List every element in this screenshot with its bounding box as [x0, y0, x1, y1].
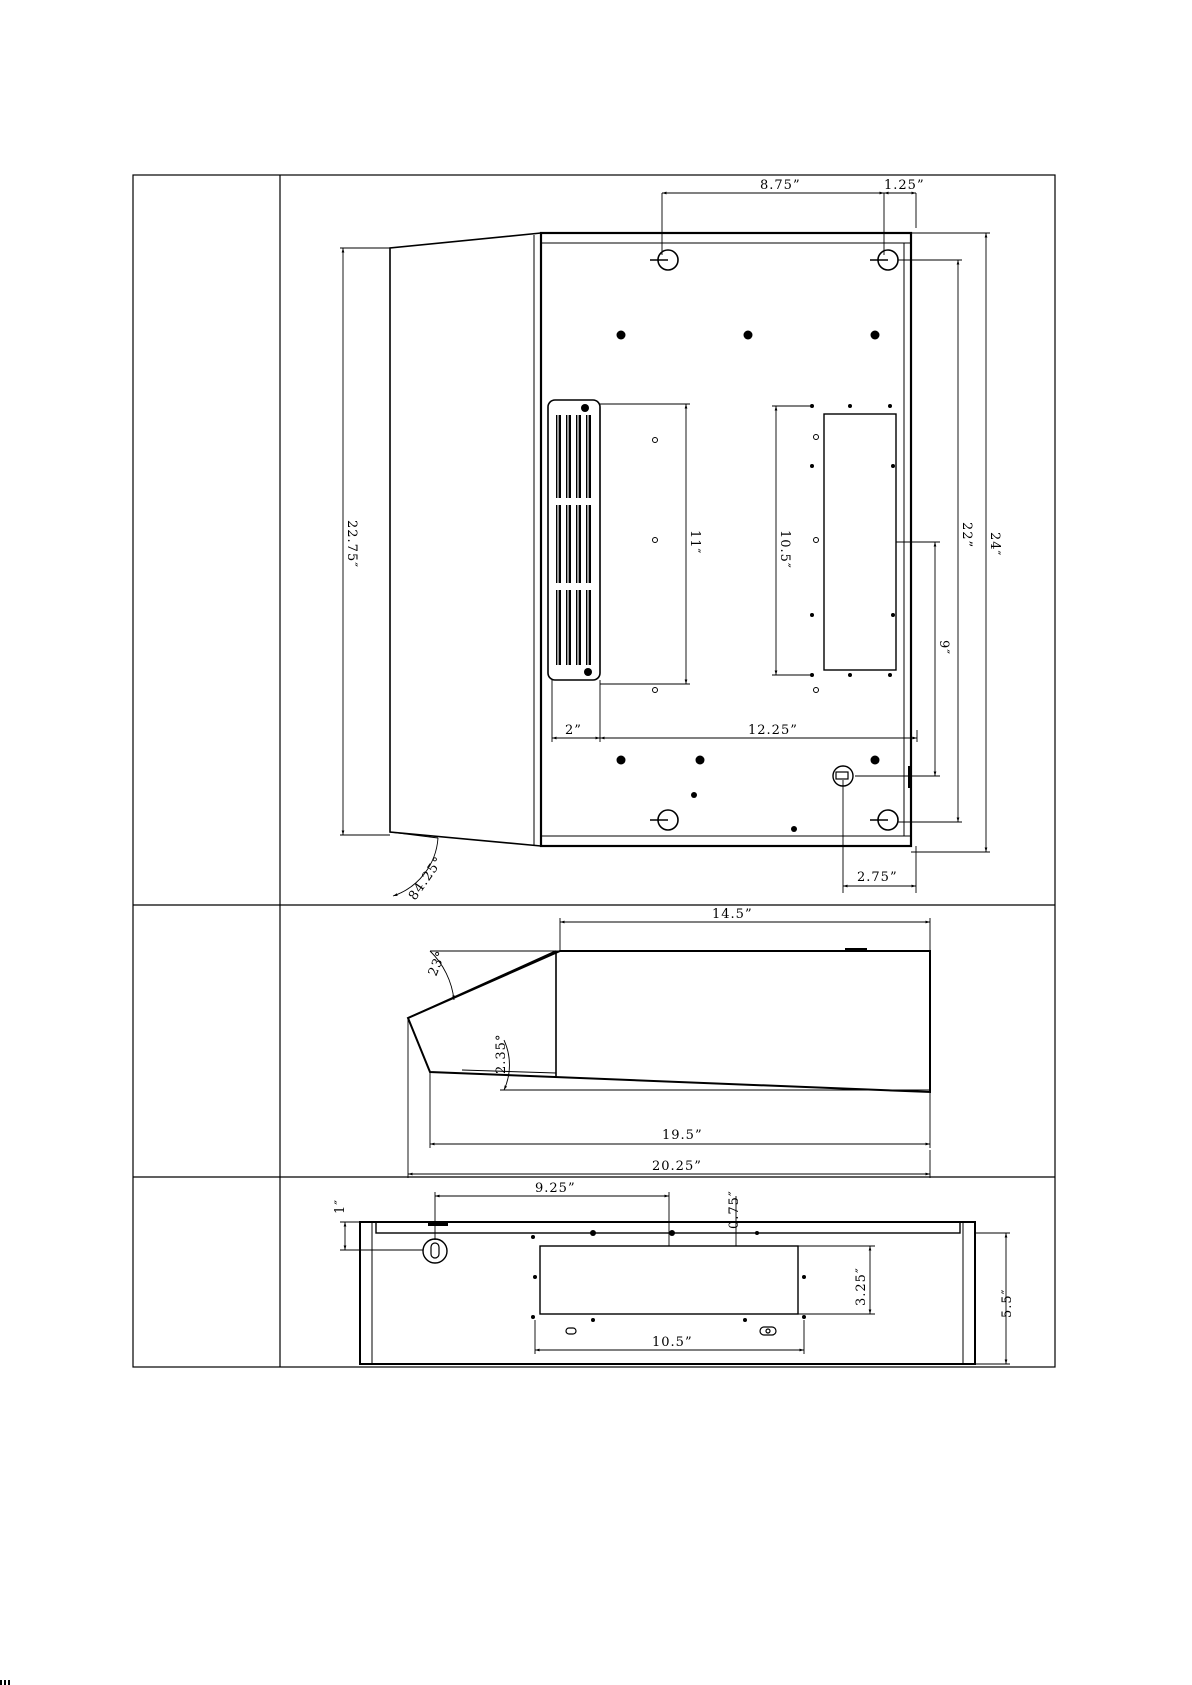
top-view — [340, 193, 990, 896]
dim-top-angle: 23° — [426, 949, 450, 979]
dim-front-overall-height: 5.5″ — [1000, 1288, 1015, 1318]
dim-vent-width: 2” — [565, 723, 582, 738]
dim-cutout-height: 10.5″ — [777, 530, 792, 569]
dim-cutout-offset: 9″ — [936, 640, 951, 655]
dim-body-length: 14.5” — [712, 907, 753, 922]
wire-slot — [423, 1222, 448, 1263]
dim-overall-length: 20.25” — [652, 1159, 702, 1174]
vent-grille — [548, 400, 600, 680]
front-mounting-holes — [531, 1230, 806, 1322]
dim-total-depth: 24″ — [987, 532, 1002, 556]
dim-rail-gap: 0.75″ — [727, 1190, 742, 1229]
housing-top-outline — [541, 233, 911, 846]
dim-rail-height: 1″ — [333, 1199, 348, 1214]
side-view-labels: 14.5” 23° 2.35° 19.5” 20.25” — [426, 907, 753, 1174]
mounting-hole-set — [617, 331, 896, 833]
dim-cutout-offset-front: 9.25” — [535, 1181, 576, 1196]
front-cutout — [540, 1246, 798, 1314]
page-corner-marks — [0, 1680, 10, 1685]
dim-overall-depth: 22.75″ — [344, 520, 359, 568]
dim-bottom-angle: 2.35° — [494, 1034, 509, 1074]
dim-vent-to-cutout: 12.25” — [748, 723, 798, 738]
dim-base-length: 19.5” — [662, 1128, 703, 1143]
wire-slot — [833, 766, 912, 788]
angled-front-panel — [390, 233, 541, 846]
duct-cutout — [824, 414, 896, 670]
dim-front-cutout-width: 10.5” — [652, 1335, 693, 1350]
dim-front-angle: 84.25° — [406, 854, 447, 903]
top-view-dimension-lines — [340, 193, 990, 896]
top-view-labels: 8.75” 1.25” 22.75″ 22” 24″ 11″ 10.5″ 9″ … — [344, 178, 1002, 903]
dim-slot-offset: 2.75” — [857, 870, 898, 885]
dim-vent-height: 11″ — [687, 530, 702, 554]
dim-hole-spacing: 8.75” — [760, 178, 801, 193]
dim-hole-edge: 1.25” — [884, 178, 925, 193]
dim-front-cutout-height: 3.25″ — [854, 1267, 869, 1306]
dim-inner-depth: 22” — [959, 522, 974, 548]
drawing-frame — [133, 175, 1055, 1367]
